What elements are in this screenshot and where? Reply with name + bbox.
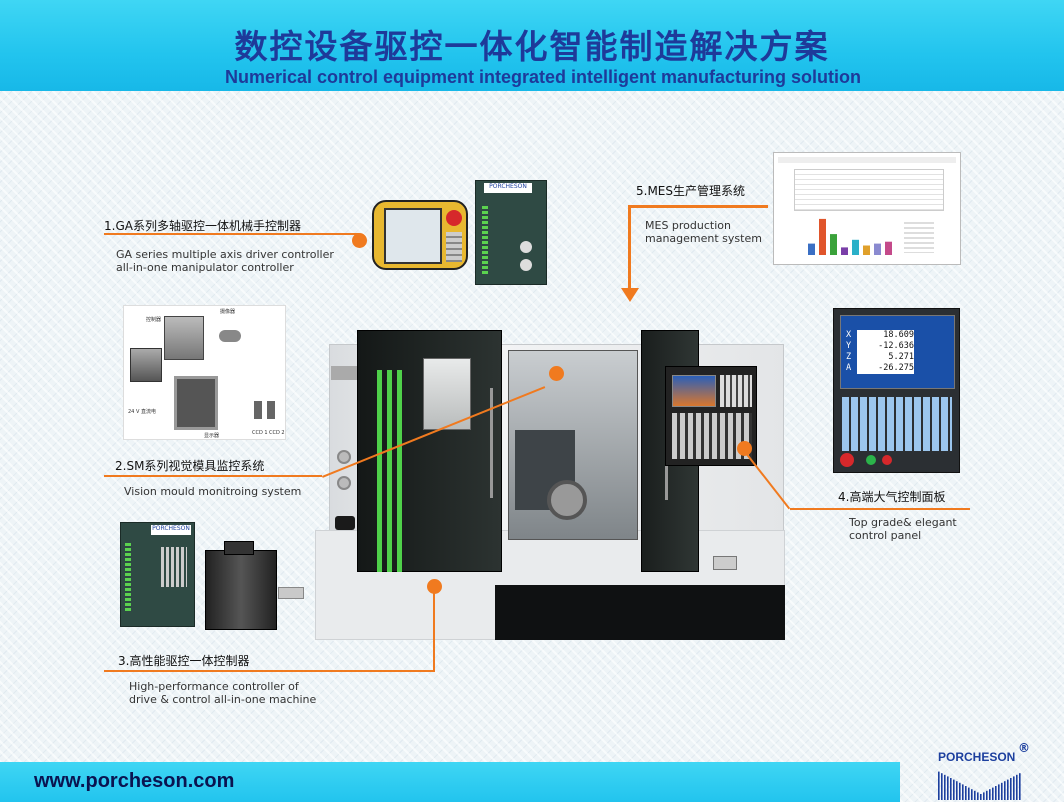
page-title: 数控设备驱控一体化智能制造解决方案 — [234, 27, 830, 66]
power-label: 24 V 直流电 — [128, 409, 156, 415]
item-2-title: 2.SM系列视觉模具监控系统 — [115, 459, 265, 473]
item-1-title: 1.GA系列多轴驱控一体机械手控制器 — [104, 219, 301, 233]
registered-mark: ® — [1018, 741, 1030, 755]
item-1-desc: GA series multiple axis driver controlle… — [116, 248, 334, 274]
marker-4 — [737, 441, 752, 456]
controller-label: 控制器 — [146, 317, 162, 323]
display-label: 显示器 — [204, 433, 220, 439]
item-4-desc: Top grade& elegant control panel — [849, 516, 957, 542]
marker-1 — [352, 233, 367, 248]
servo-motor — [205, 541, 304, 630]
item-4-title: 4.高端大气控制面板 — [838, 490, 946, 504]
header-banner — [0, 0, 1064, 91]
mes-screenshot — [773, 152, 961, 265]
mes-bar-chart — [808, 218, 892, 255]
mes-bar — [863, 245, 870, 255]
page-subtitle: Numerical control equipment integrated i… — [224, 67, 862, 87]
mes-bar — [852, 239, 859, 255]
brand-logo — [938, 771, 1021, 800]
item-5-title: 5.MES生产管理系统 — [636, 184, 746, 198]
mes-bar — [841, 247, 848, 255]
ga-driver-box: PORCHESON — [475, 180, 547, 285]
connector-2 — [104, 475, 322, 477]
camera-label: 摄像器 — [220, 309, 236, 315]
mes-bar — [885, 241, 892, 255]
connector-3 — [104, 670, 434, 672]
mes-bar — [874, 243, 881, 255]
connector-4 — [790, 508, 970, 510]
ccd2-label: CCD 2 — [269, 430, 285, 436]
mes-bar — [830, 234, 837, 255]
item-5-desc: MES production management system — [645, 219, 762, 245]
arrow-down-icon — [621, 288, 639, 302]
ga-pendant — [372, 200, 468, 270]
item-3-desc: High-performance controller of drive & c… — [129, 680, 317, 706]
vision-diagram: 控制器 摄像器 24 V 直流电 显示器 CCD 1 CCD 2 — [123, 305, 286, 440]
website-link[interactable]: www.porcheson.com — [34, 770, 235, 792]
connector-1 — [104, 233, 359, 235]
mes-bar — [819, 218, 826, 255]
marker-3 — [427, 579, 442, 594]
connector-5 — [628, 205, 768, 208]
mes-bar — [808, 243, 815, 255]
item-3-title: 3.高性能驱控一体控制器 — [118, 654, 250, 668]
footer-bar — [0, 762, 900, 802]
brand-logo-text: PORCHESON — [938, 750, 1016, 764]
driver-controller-box: PORCHESON — [120, 522, 195, 627]
ccd1-label: CCD 1 — [252, 430, 268, 436]
marker-2 — [549, 366, 564, 381]
item-2-desc: Vision mould monitroing system — [124, 485, 302, 498]
